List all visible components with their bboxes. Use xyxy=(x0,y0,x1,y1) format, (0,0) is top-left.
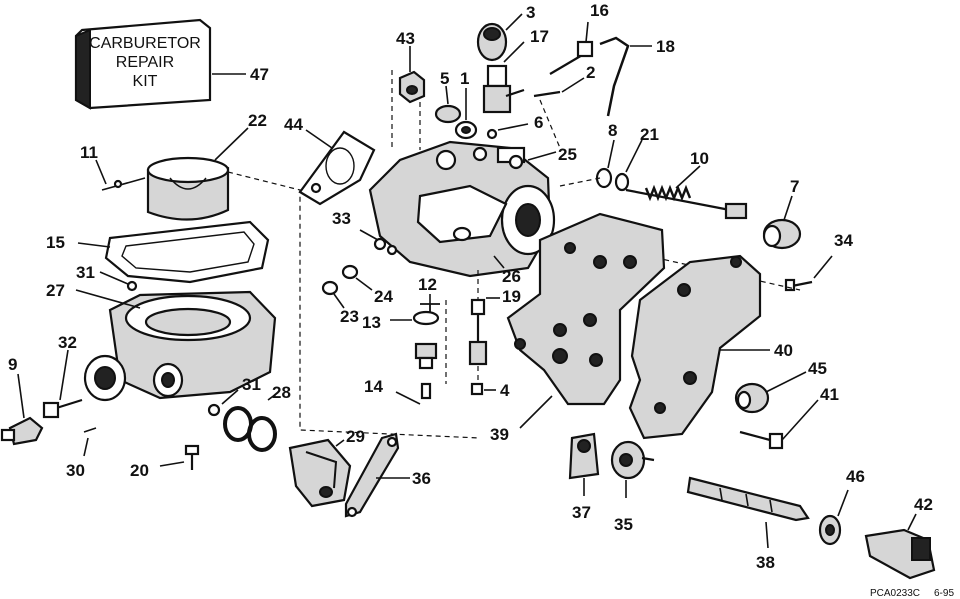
jet-nut-part xyxy=(398,70,426,104)
throttle-screw-part xyxy=(549,40,594,75)
callout-29: 29 xyxy=(346,427,365,446)
bracket-39-part xyxy=(506,212,666,406)
callout-37: 37 xyxy=(572,503,591,522)
carburetor-body-part xyxy=(368,140,556,278)
callout-20: 20 xyxy=(130,461,149,480)
bracket-screw-part xyxy=(784,278,813,292)
callout-6: 6 xyxy=(534,113,543,132)
part-37 xyxy=(568,432,600,480)
idle-needle-part xyxy=(625,184,748,220)
idle-tube-part xyxy=(414,342,438,370)
callout-45: 45 xyxy=(808,359,827,378)
callout-38: 38 xyxy=(756,553,775,572)
callout-26: 26 xyxy=(502,267,521,286)
plate-40-part xyxy=(628,254,762,440)
callout-47: 47 xyxy=(250,65,269,84)
kit-label-line-2: REPAIR xyxy=(116,54,174,71)
kit-label-line-1: CARBURETOR xyxy=(89,35,201,52)
callout-32: 32 xyxy=(58,333,77,352)
carburetor-repair-kit-box: CARBURETOR REPAIR KIT xyxy=(74,18,212,110)
callout-18: 18 xyxy=(656,37,675,56)
callout-34: 34 xyxy=(834,231,853,250)
flange-gasket xyxy=(298,130,376,206)
callout-4: 4 xyxy=(500,381,510,400)
callout-17: 17 xyxy=(530,27,549,46)
callout-23: 23 xyxy=(340,307,359,326)
callout-27: 27 xyxy=(46,281,65,300)
callout-24: 24 xyxy=(374,287,393,306)
float-bowl-part xyxy=(83,290,277,402)
callout-46: 46 xyxy=(846,467,865,486)
part-42 xyxy=(864,528,936,580)
callout-30: 30 xyxy=(66,461,85,480)
callout-10: 10 xyxy=(690,149,709,168)
callout-35: 35 xyxy=(614,515,633,534)
callout-9: 9 xyxy=(8,355,17,374)
lever-36-part xyxy=(344,432,400,518)
cap-part xyxy=(476,22,508,62)
callout-33: 33 xyxy=(332,209,351,228)
callout-31-bottom: 31 xyxy=(242,375,261,394)
shaft-38-part xyxy=(686,476,810,522)
screw-41-part xyxy=(739,430,784,450)
drawing-code: PCA0233C xyxy=(870,588,920,599)
callout-15: 15 xyxy=(46,233,65,252)
callout-2: 2 xyxy=(586,63,595,82)
callout-8: 8 xyxy=(608,121,617,140)
callout-14: 14 xyxy=(364,377,383,396)
callout-11: 11 xyxy=(80,143,98,162)
callout-19: 19 xyxy=(502,287,521,306)
kit-label-line-3: KIT xyxy=(133,73,158,90)
callout-21: 21 xyxy=(640,125,659,144)
callout-36: 36 xyxy=(412,469,431,488)
callout-31-top: 31 xyxy=(76,263,95,282)
callout-22: 22 xyxy=(248,111,267,130)
needle-knob-part xyxy=(762,218,802,250)
needle-part xyxy=(42,398,83,419)
callout-39: 39 xyxy=(490,425,509,444)
callout-labels: 3 16 43 17 18 5 1 2 47 22 44 11 6 8 21 1… xyxy=(8,1,933,572)
callout-13: 13 xyxy=(362,313,381,332)
float-bowl-gasket xyxy=(104,220,270,284)
part-35 xyxy=(610,440,655,480)
callout-44: 44 xyxy=(284,115,303,134)
float-part xyxy=(146,156,230,221)
callout-5: 5 xyxy=(440,69,449,88)
callout-12: 12 xyxy=(418,275,437,294)
callout-3: 3 xyxy=(526,3,535,22)
callout-1: 1 xyxy=(460,69,469,88)
main-jet-part xyxy=(468,298,488,366)
callout-41: 41 xyxy=(820,385,839,404)
callout-42: 42 xyxy=(914,495,933,514)
callout-28: 28 xyxy=(272,383,291,402)
mixture-valve-part xyxy=(482,64,525,114)
callout-25: 25 xyxy=(558,145,577,164)
date-code: 6-95 xyxy=(934,588,954,599)
fuel-fitting-part xyxy=(0,416,44,446)
callout-43: 43 xyxy=(396,29,415,48)
callout-7: 7 xyxy=(790,177,799,196)
float-pin-part xyxy=(101,177,146,191)
bowl-screw-part xyxy=(184,444,200,470)
knob-45-part xyxy=(734,382,770,414)
callout-40: 40 xyxy=(774,341,793,360)
callout-16: 16 xyxy=(590,1,609,20)
cam-29-part xyxy=(288,438,352,508)
